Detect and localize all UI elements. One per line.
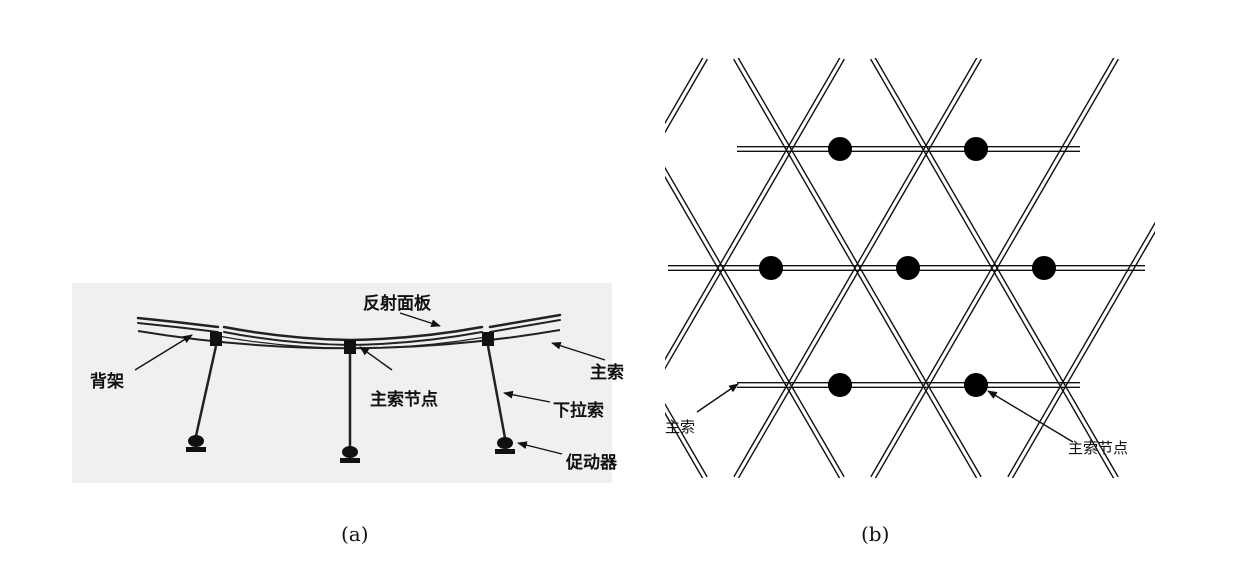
cable-line xyxy=(874,58,1119,478)
label-main-cable-node-a: 主索节点 xyxy=(370,389,438,410)
label-back-frame: 背架 xyxy=(90,371,124,392)
panel-a-reflector-cross-section: 反射面板 主索 背架 主索节点 下拉索 促动器 (a) xyxy=(72,283,624,546)
cable-node xyxy=(1032,256,1056,280)
cable-line xyxy=(665,402,708,478)
label-main-cable-a: 主索 xyxy=(590,362,624,383)
down-cables xyxy=(194,345,507,448)
caption-b: (b) xyxy=(861,522,889,546)
cable-line xyxy=(737,58,982,478)
cable-line xyxy=(870,58,1115,478)
photo-background xyxy=(72,283,612,483)
cable-line xyxy=(665,58,845,370)
label-main-cable-node-b: 主索节点 xyxy=(1068,439,1128,457)
label-down-cable: 下拉索 xyxy=(553,400,604,421)
main-cable-nodes xyxy=(759,137,1056,397)
cable-node xyxy=(896,256,920,280)
cable-node xyxy=(759,256,783,280)
leader-arrows-b xyxy=(696,383,1074,443)
cable-line xyxy=(665,58,708,134)
label-reflector-panel: 反射面板 xyxy=(363,293,432,314)
cable-line xyxy=(874,58,1119,478)
leader-arrows-a xyxy=(134,312,606,455)
actuators xyxy=(186,435,515,463)
cable-node xyxy=(828,137,852,161)
cable-line xyxy=(733,58,978,478)
cable-node xyxy=(964,373,988,397)
cable-line xyxy=(733,58,978,478)
cable-line xyxy=(665,175,841,478)
panel-b-cable-net-plan: 主索 主索节点 (b) xyxy=(665,58,1155,546)
cable-line xyxy=(665,166,845,478)
label-main-cable-b: 主索 xyxy=(665,418,695,436)
node-blocks xyxy=(210,332,494,354)
cable-line xyxy=(1007,221,1155,478)
cable-node xyxy=(828,373,852,397)
cable-line xyxy=(665,58,841,361)
cable-line xyxy=(1011,230,1155,478)
cable-line xyxy=(737,58,982,478)
caption-a: (a) xyxy=(341,522,369,546)
label-actuator: 促动器 xyxy=(565,452,618,473)
cable-line xyxy=(870,58,1115,478)
cable-node xyxy=(964,137,988,161)
